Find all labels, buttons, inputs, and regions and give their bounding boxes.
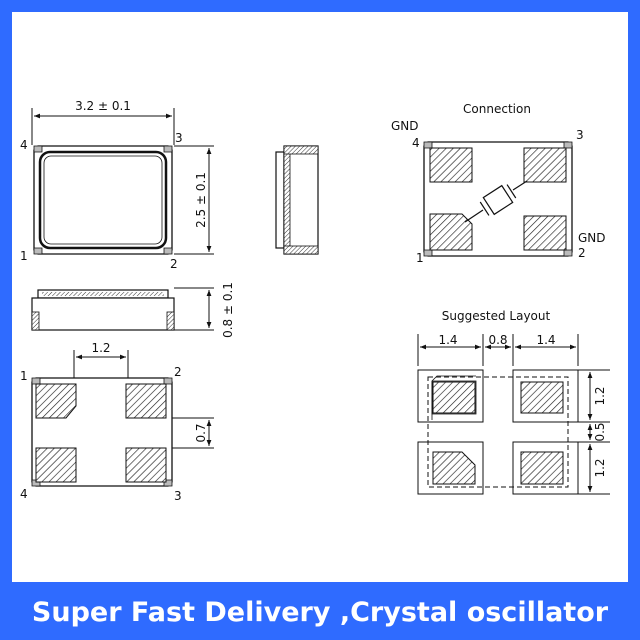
side-view-thickness-label: 0.8 ± 0.1	[221, 282, 235, 338]
connection-pad-1	[429, 213, 473, 251]
bottom-pad-2	[125, 383, 167, 419]
connection-pad-3	[523, 147, 567, 183]
layout-dim-gap: 0.5	[593, 422, 607, 441]
layout-dim-bottom: 1.2	[593, 458, 607, 477]
layout-pad-4	[432, 451, 476, 485]
top-view-pin-1: 1	[20, 249, 28, 263]
connection-diagram: Connection GND 4 3 GND 2 1	[391, 102, 606, 265]
connection-pin-3: 3	[576, 128, 584, 142]
layout-dim-left: 1.4	[438, 333, 457, 347]
top-view-width-dimension	[31, 108, 175, 145]
connection-gnd-top-label: GND	[391, 119, 419, 133]
connection-gnd-right-label: GND	[578, 231, 606, 245]
bottom-pad-4	[35, 447, 77, 483]
connection-pad-2	[523, 215, 567, 251]
drawing-panel: 3.2 ± 0.1 2.5 ± 0.1 4	[12, 12, 628, 582]
bottom-view-pin-2: 2	[174, 365, 182, 379]
layout-title: Suggested Layout	[442, 309, 551, 323]
layout-dim-top: 1.2	[593, 386, 607, 405]
suggested-layout: Suggested Layout 1.4 0.8 1.4	[417, 309, 610, 495]
bottom-view-pin-3: 3	[174, 489, 182, 503]
bottom-view-pad-height-label: 0.7	[194, 423, 208, 442]
component-body-top	[33, 145, 173, 255]
top-view-pin-4: 4	[20, 138, 28, 152]
layout-component-outline	[427, 376, 569, 488]
layout-dim-right: 1.4	[536, 333, 555, 347]
top-view-pin-3: 3	[175, 131, 183, 145]
bottom-pad-1	[35, 383, 77, 419]
connection-pad-4	[429, 147, 473, 183]
top-view-width-label: 3.2 ± 0.1	[75, 99, 131, 113]
crystal-symbol	[464, 180, 528, 223]
top-view-height-label: 2.5 ± 0.1	[194, 172, 208, 228]
layout-pad-3	[520, 451, 564, 485]
bottom-pad-3	[125, 447, 167, 483]
layout-pad-1	[432, 381, 476, 414]
layout-pad-2	[520, 381, 564, 414]
connection-pin-4: 4	[412, 136, 420, 150]
side-view: 0.8 ± 0.1	[31, 282, 235, 338]
caption-banner: Super Fast Delivery ,Crystal oscillator	[31, 597, 609, 628]
technical-drawing: 3.2 ± 0.1 2.5 ± 0.1 4	[20, 99, 610, 503]
bottom-view-pin-1: 1	[20, 369, 28, 383]
top-view-pin-2: 2	[170, 257, 178, 271]
connection-pin-1: 1	[416, 251, 424, 265]
connection-pin-2: 2	[578, 246, 586, 260]
top-view: 3.2 ± 0.1 2.5 ± 0.1 4	[20, 99, 214, 271]
end-view	[275, 145, 319, 255]
bottom-view-pad-spacing-label: 1.2	[91, 341, 110, 355]
connection-title: Connection	[463, 102, 531, 116]
bottom-view-pin-4: 4	[20, 487, 28, 501]
top-view-height-dimension	[174, 145, 214, 255]
layout-dim-mid: 0.8	[488, 333, 507, 347]
bottom-view: 1.2 0.7 1 2 4 3	[20, 341, 214, 503]
